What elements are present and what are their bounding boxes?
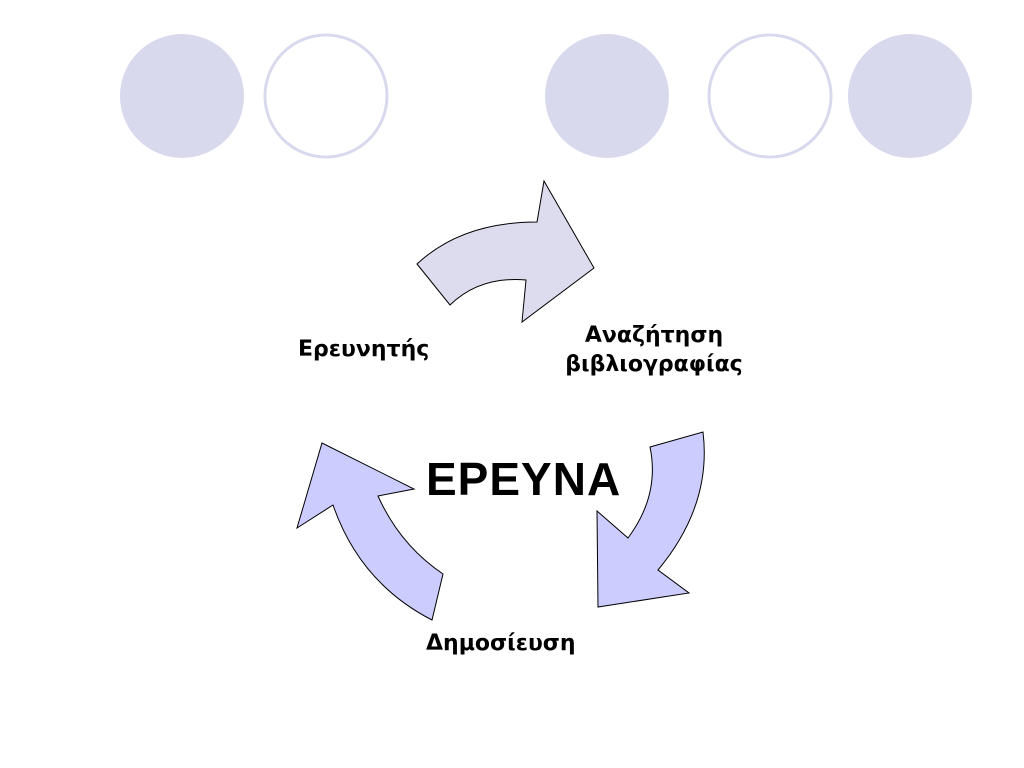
decorative-circles [120, 33, 972, 159]
diagram-center-title: ΕΡΕΥΝΑ [426, 453, 622, 505]
decorative-circle-filled [545, 34, 669, 158]
decorative-circle-filled [848, 34, 972, 158]
decorative-circle-filled [120, 34, 244, 158]
cycle-arrow-left [296, 442, 444, 621]
node-literature-search-line2: βιβλιογραφίας [565, 351, 743, 377]
decorative-circle-outline [707, 33, 833, 159]
decorative-circle-outline [263, 33, 389, 159]
node-researcher: Ερευνητής [298, 337, 430, 362]
node-literature-search: Αναζήτηση βιβλιογραφίας [549, 322, 759, 379]
cycle-arrow-right [596, 431, 705, 608]
node-literature-search-line1: Αναζήτηση [584, 323, 724, 348]
node-publication: Δημοσίευση [426, 631, 576, 656]
cycle-arrow-top [416, 179, 595, 324]
